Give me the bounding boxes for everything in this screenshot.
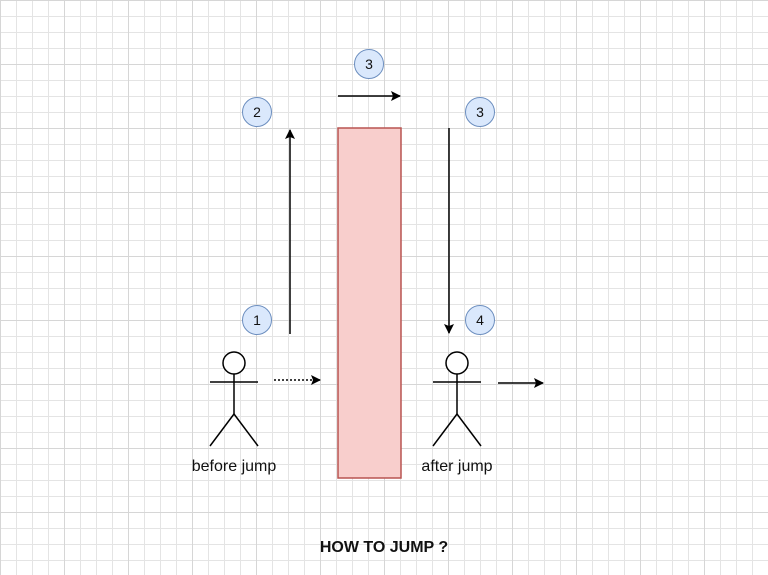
caption-after-jump: after jump [421,458,493,475]
obstacle-wall[interactable] [337,127,402,479]
stick-figure-after[interactable] [432,351,482,447]
step-badge-3-right[interactable]: 3 [465,97,495,127]
step-badge-2-label: 2 [253,104,261,120]
step-badge-3-right-label: 3 [476,104,484,120]
step-badge-2[interactable]: 2 [242,97,272,127]
step-badge-1[interactable]: 1 [242,305,272,335]
step-badge-1-label: 1 [253,312,261,328]
stick-figure-before[interactable] [209,351,259,447]
step-badge-4[interactable]: 4 [465,305,495,335]
step-badge-3-top[interactable]: 3 [354,49,384,79]
step-badge-4-label: 4 [476,312,484,328]
diagram-title: HOW TO JUMP ? [319,539,449,556]
step-badge-3-top-label: 3 [365,56,373,72]
caption-before-jump: before jump [191,458,277,475]
